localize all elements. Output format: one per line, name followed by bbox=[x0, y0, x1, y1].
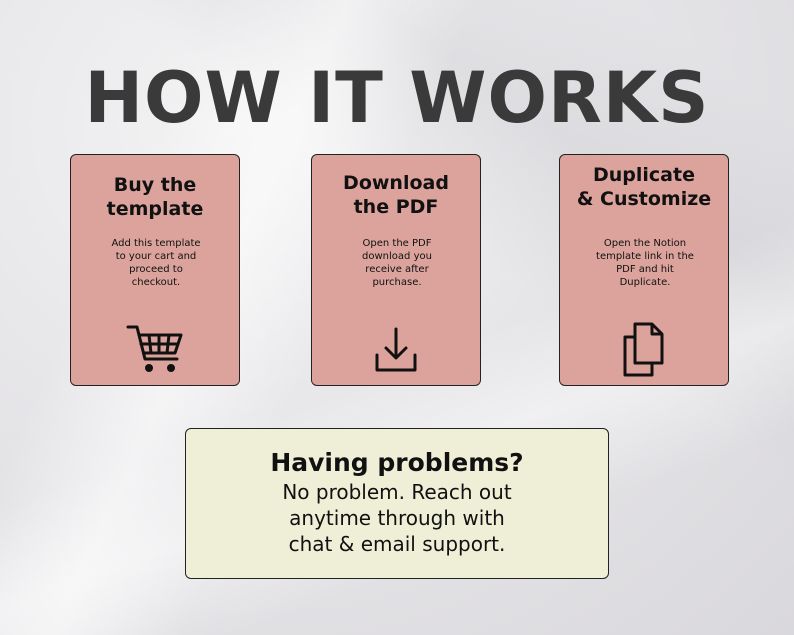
step-title: Download the PDF bbox=[312, 171, 480, 219]
step-title-line: Buy the bbox=[113, 174, 197, 196]
step-description-line: download you bbox=[362, 251, 432, 262]
step-title-line: template bbox=[106, 198, 204, 220]
step-description-line: proceed to bbox=[129, 264, 183, 275]
step-title-line: Download bbox=[343, 172, 449, 194]
help-text: No problem. Reach out anytime through wi… bbox=[186, 479, 608, 557]
help-title: Having problems? bbox=[270, 448, 524, 477]
step-title: Duplicate & Customize bbox=[560, 163, 728, 211]
step-description-line: purchase. bbox=[372, 277, 422, 288]
step-title-line: the PDF bbox=[353, 196, 439, 218]
help-text-line: No problem. Reach out bbox=[282, 480, 512, 504]
step-description-line: Duplicate. bbox=[619, 277, 671, 288]
step-title-line: Duplicate bbox=[593, 164, 695, 186]
step-description-line: PDF and hit bbox=[616, 264, 674, 275]
step-card-duplicate: Duplicate & Customize Open the Notion te… bbox=[559, 154, 729, 386]
step-description-line: Open the Notion bbox=[603, 238, 687, 249]
step-title-line: & Customize bbox=[576, 188, 712, 210]
step-description-line: Add this template bbox=[111, 238, 201, 249]
step-description-line: receive after bbox=[365, 264, 429, 275]
step-description: Open the PDF download you receive after … bbox=[334, 237, 460, 289]
step-description-line: Open the PDF bbox=[362, 238, 432, 249]
step-description-line: to your cart and bbox=[115, 251, 197, 262]
step-card-buy: Buy the template Add this template to yo… bbox=[70, 154, 240, 386]
help-box: Having problems? No problem. Reach out a… bbox=[185, 428, 609, 579]
step-title: Buy the template bbox=[71, 173, 239, 221]
download-icon bbox=[375, 327, 417, 372]
step-description: Add this template to your cart and proce… bbox=[93, 237, 219, 289]
step-description: Open the Notion template link in the PDF… bbox=[582, 237, 708, 289]
help-text-line: anytime through with bbox=[289, 506, 505, 530]
page-title: HOW IT WORKS bbox=[84, 57, 710, 139]
step-description-line: template link in the bbox=[596, 251, 694, 262]
duplicate-pages-icon bbox=[623, 322, 664, 377]
step-description-line: checkout. bbox=[131, 277, 181, 288]
step-card-download: Download the PDF Open the PDF download y… bbox=[311, 154, 481, 386]
help-text-line: chat & email support. bbox=[288, 532, 506, 556]
shopping-cart-icon bbox=[126, 325, 183, 372]
